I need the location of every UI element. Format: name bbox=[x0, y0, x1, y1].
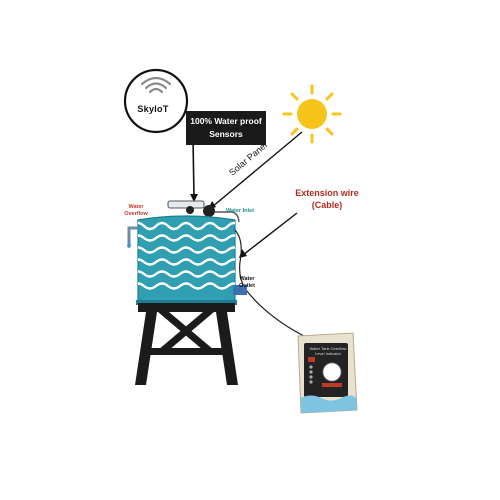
device-title-line2: Level Indicator bbox=[314, 351, 341, 356]
extension-cable bbox=[234, 229, 313, 341]
device-title-line1: Water Tank Overflow bbox=[309, 346, 347, 351]
sensor-arrowhead bbox=[190, 194, 198, 202]
controller-device bbox=[297, 332, 358, 414]
sensor-node bbox=[186, 206, 194, 214]
sensor-pointer-line bbox=[192, 137, 195, 199]
tank-lid bbox=[167, 200, 205, 209]
sensor-label-line1: 100% Water proof bbox=[190, 116, 262, 126]
overflow-label-line1: Water bbox=[128, 204, 144, 210]
extension-wire-label: Extension wire (Cable) bbox=[287, 187, 367, 211]
water-inlet-label: Water Inlet bbox=[226, 208, 254, 214]
wifi-signal-icon bbox=[140, 76, 172, 94]
overflow-label-line2: Overflow bbox=[124, 211, 148, 217]
skyiot-logo bbox=[123, 68, 189, 134]
outlet-valve bbox=[233, 285, 247, 295]
outlet-label-line1: Water bbox=[239, 276, 255, 282]
solar-sensor-ball bbox=[203, 205, 215, 217]
inlet-pipe bbox=[215, 211, 240, 223]
logo-text: SkyIoT bbox=[137, 104, 169, 114]
water-tank bbox=[136, 215, 237, 305]
sensor-label-box: 100% Water proof Sensors bbox=[186, 111, 266, 145]
tank-stand bbox=[135, 303, 238, 385]
sensor-label-line2: Sensors bbox=[209, 129, 243, 139]
overflow-pipe bbox=[127, 226, 138, 244]
water-overflow-label: Water Overflow bbox=[120, 204, 152, 218]
device-title: Water Tank Overflow Level Indicator bbox=[308, 346, 348, 356]
overflow-drip bbox=[127, 240, 131, 248]
extension-pointer-line bbox=[242, 212, 298, 256]
extension-label-line2: (Cable) bbox=[311, 200, 343, 210]
device-indicator-red bbox=[308, 357, 315, 362]
extension-label-line1: Extension wire bbox=[295, 188, 359, 198]
outlet-label-line2: Outlet bbox=[239, 283, 255, 289]
sun-icon bbox=[282, 84, 342, 144]
solar-pointer-line bbox=[211, 131, 303, 208]
water-outlet-label: Water Outlet bbox=[236, 276, 258, 290]
